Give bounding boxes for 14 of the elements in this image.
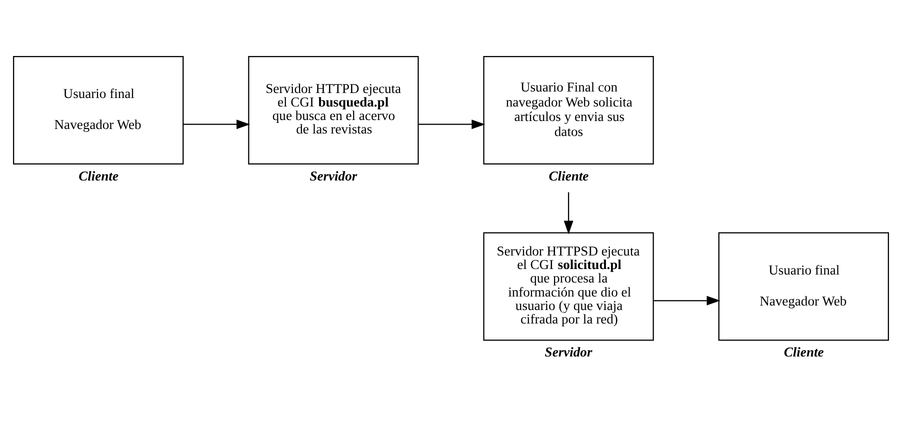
node-label: Cliente (784, 344, 824, 360)
node-box: Usuario Final con navegador Web solicita artículos y envia sus datos (483, 56, 654, 164)
node-box: Usuario final Navegador Web (13, 56, 184, 164)
arrow (418, 120, 486, 130)
node-box: Usuario final Navegador Web (718, 232, 889, 341)
node-label: Cliente (78, 168, 118, 184)
arrow (183, 120, 250, 130)
arrow (654, 296, 720, 306)
node-box: Servidor HTTPD ejecuta el CGI busqueda.pl que busca en el acervo de las revistas (248, 56, 419, 164)
arrow (564, 192, 574, 234)
node-label: Cliente (548, 168, 589, 184)
node-label: Servidor (544, 344, 592, 360)
node-label: Servidor (310, 168, 358, 184)
node-box: Servidor HTTPSD ejecuta el CGI solicitud.pl que procesa la información que dio el usuario (y que viaja cifrada por la red) (483, 232, 654, 341)
